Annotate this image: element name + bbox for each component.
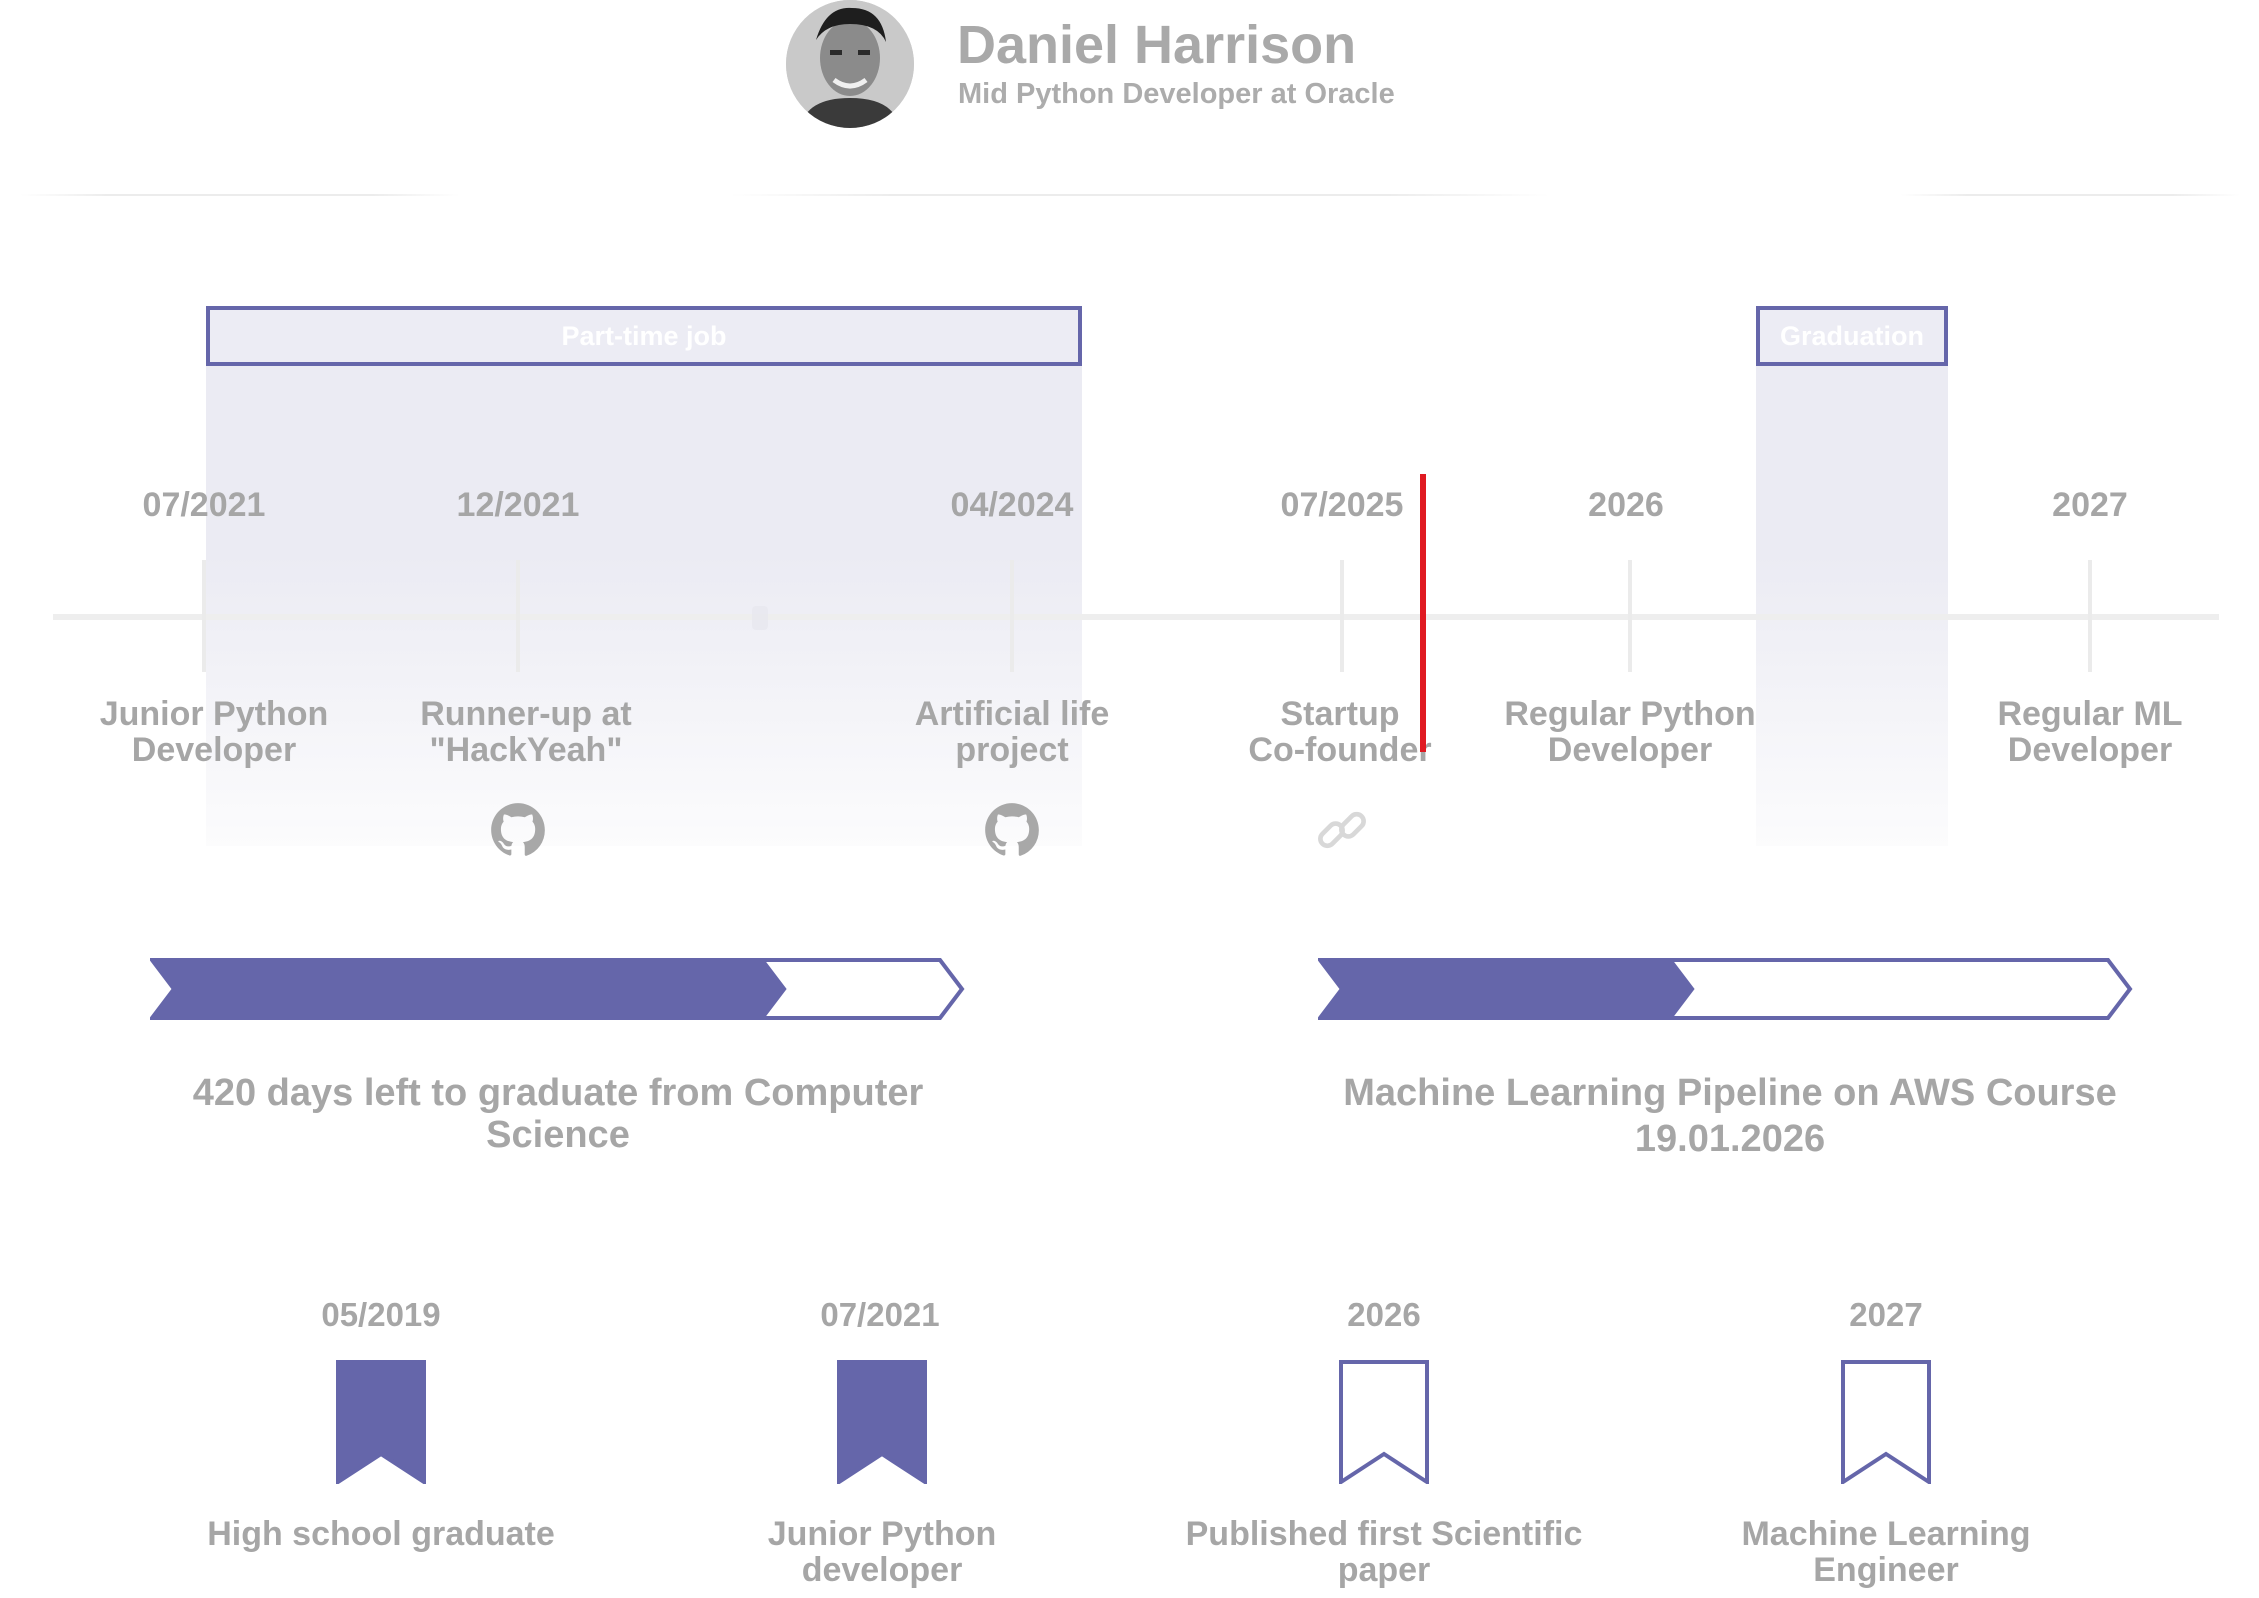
timeline-date: 04/2024	[950, 486, 1074, 524]
milestone-date: 2027	[1849, 1296, 1923, 1333]
timeline-date: 07/2021	[142, 486, 266, 524]
timeline-date: 2026	[1588, 486, 1664, 524]
avatar	[786, 0, 914, 128]
timeline-tick	[516, 560, 520, 672]
timeline-tick	[202, 560, 206, 672]
timeline-tick	[2088, 560, 2092, 672]
period-label: Graduation	[1779, 320, 1924, 351]
milestone-date: 2026	[1347, 1296, 1421, 1333]
github-icon[interactable]	[984, 802, 1040, 858]
course-progress-bar	[1318, 958, 2133, 1020]
milestone-label: High school graduate	[207, 1515, 555, 1553]
timeline-axis	[53, 614, 2219, 620]
header-divider	[1900, 194, 2240, 196]
github-icon[interactable]	[490, 802, 546, 858]
bookmark-outline-icon	[1339, 1360, 1429, 1484]
milestone-date: 05/2019	[321, 1296, 441, 1333]
timeline-date: 07/2025	[1280, 486, 1404, 524]
period-graduation[interactable]: Graduation	[1756, 306, 1948, 366]
timeline-date: 2027	[2052, 486, 2128, 524]
faded-marker-icon	[752, 606, 768, 630]
timeline-event-label: Runner-up at"HackYeah"	[420, 695, 632, 769]
milestone-date: 07/2021	[820, 1296, 940, 1333]
timeline-tick	[1010, 560, 1014, 672]
current-date-marker	[1420, 474, 1426, 752]
period-shade-part-time	[206, 360, 1082, 846]
timeline-tick	[1628, 560, 1632, 672]
profile-title: Mid Python Developer at Oracle	[958, 78, 1395, 110]
bookmark-outline-icon	[1841, 1360, 1931, 1484]
period-part-time-job[interactable]: Part-time job	[206, 306, 1082, 366]
header-divider	[730, 194, 1550, 196]
graduation-progress-bar	[150, 958, 965, 1020]
header-divider	[20, 194, 460, 196]
link-icon[interactable]	[1314, 802, 1370, 858]
timeline-date: 12/2021	[456, 486, 580, 524]
timeline-tick	[1340, 560, 1344, 672]
bookmark-filled-icon	[837, 1360, 927, 1484]
period-label: Part-time job	[561, 320, 727, 351]
period-shade-graduation	[1756, 360, 1948, 846]
bookmark-filled-icon	[336, 1360, 426, 1484]
profile-name: Daniel Harrison	[957, 15, 1357, 75]
